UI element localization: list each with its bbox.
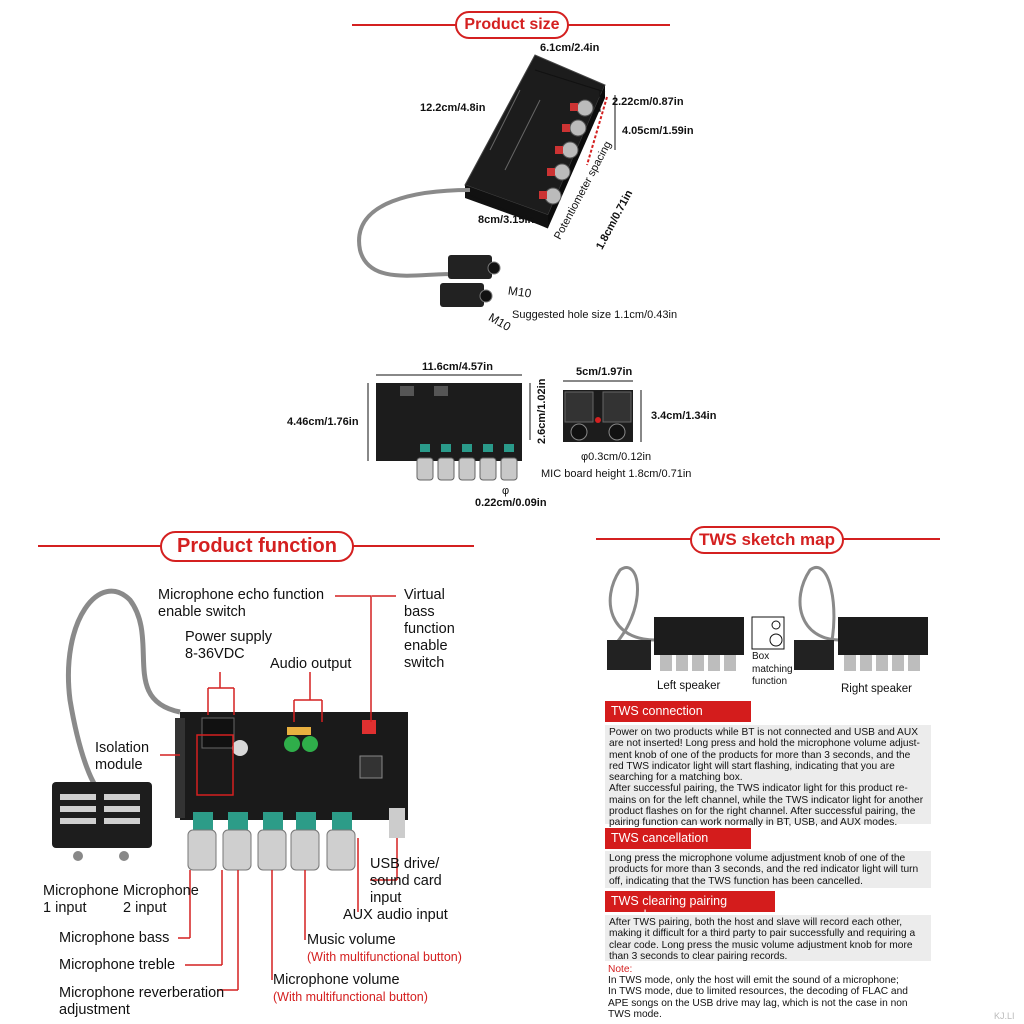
note-title: Note: (608, 964, 633, 975)
music-volume-label: Music volume (307, 932, 396, 948)
mic2-input-label: Microphone 2 input (123, 883, 199, 916)
tws-connection-text: Power on two products while BT is not co… (605, 725, 931, 828)
dim-mic-hole: φ0.3cm/0.12in (581, 451, 652, 463)
audio-output-label: Audio output (270, 656, 352, 672)
mic-bass-label: Microphone bass (59, 930, 170, 946)
mic-treble-label: Microphone treble (59, 957, 176, 973)
tws-sketch-title: TWS sketch map (690, 526, 844, 554)
tws-cancellation-text: Long press the microphone volume adjustm… (605, 851, 931, 888)
product-function-title: Product function (160, 531, 354, 562)
usb-input-label: USB drive/ sound card input (370, 856, 442, 906)
dim-depth-b: 4.05cm/1.59in (622, 125, 694, 137)
tws-left-board-image (607, 566, 744, 671)
phi-symbol: φ (502, 485, 510, 497)
dim-mic-height: 3.4cm/1.34in (651, 410, 717, 422)
tws-right-board-image (794, 566, 928, 671)
function-board-image (52, 588, 408, 871)
mic-board-front-image (563, 390, 633, 442)
dim-front-height: 4.46cm/1.76in (287, 416, 359, 428)
dim-width: 6.1cm/2.4in (540, 42, 600, 54)
tws-clear-title: TWS clearing pairing records (605, 891, 775, 922)
tws-cancellation-title: TWS cancellation (605, 828, 751, 849)
dim-length: 12.2cm/4.8in (420, 102, 486, 114)
tws-clear-text: After TWS pairing, both the host and sla… (605, 915, 931, 962)
box-matching-label: Box matching function (752, 651, 793, 687)
mic-board-height: MIC board height 1.8cm/0.71in (541, 468, 692, 480)
watermark: KJ.LI (994, 1011, 1015, 1021)
aux-input-label: AUX audio input (343, 907, 448, 923)
dim-phi-small: 0.22cm/0.09in (475, 497, 547, 509)
mic-volume-label: Microphone volume (273, 972, 400, 988)
board-perspective-image (357, 54, 606, 307)
tws-connection-title: TWS connection (605, 701, 751, 722)
dim-mic-width: 5cm/1.97in (576, 366, 633, 378)
echo-switch-label: Microphone echo function enable switch (158, 587, 325, 620)
mic1-input-label: Microphone 1 input (43, 883, 119, 916)
left-speaker-label: Left speaker (657, 680, 721, 692)
virtual-bass-label: Virtual bass function enable switch (404, 587, 455, 671)
isolation-module-label: Isolation module (95, 740, 150, 773)
product-size-title: Product size (455, 11, 569, 39)
power-supply-label: Power supply 8-36VDC (185, 629, 273, 662)
mic-reverb-label: Microphone reverberation adjustment (59, 985, 225, 1018)
box-matching-icon (751, 616, 785, 650)
music-volume-sub-label: (With multifunctional button) (307, 950, 462, 964)
dim-front-depth: 2.6cm/1.02in (536, 378, 548, 444)
dim-depth-a: 2.22cm/0.87in (612, 96, 684, 108)
mic-volume-sub-label: (With multifunctional button) (273, 990, 428, 1004)
dim-bottom: 8cm/3.15in (478, 214, 535, 226)
hole-size-label: Suggested hole size 1.1cm/0.43in (512, 309, 678, 321)
right-speaker-label: Right speaker (841, 683, 912, 695)
note-text: In TWS mode, only the host will emit the… (608, 975, 908, 1020)
dim-front-width: 11.6cm/4.57in (422, 361, 493, 373)
board-front-image (376, 383, 522, 481)
